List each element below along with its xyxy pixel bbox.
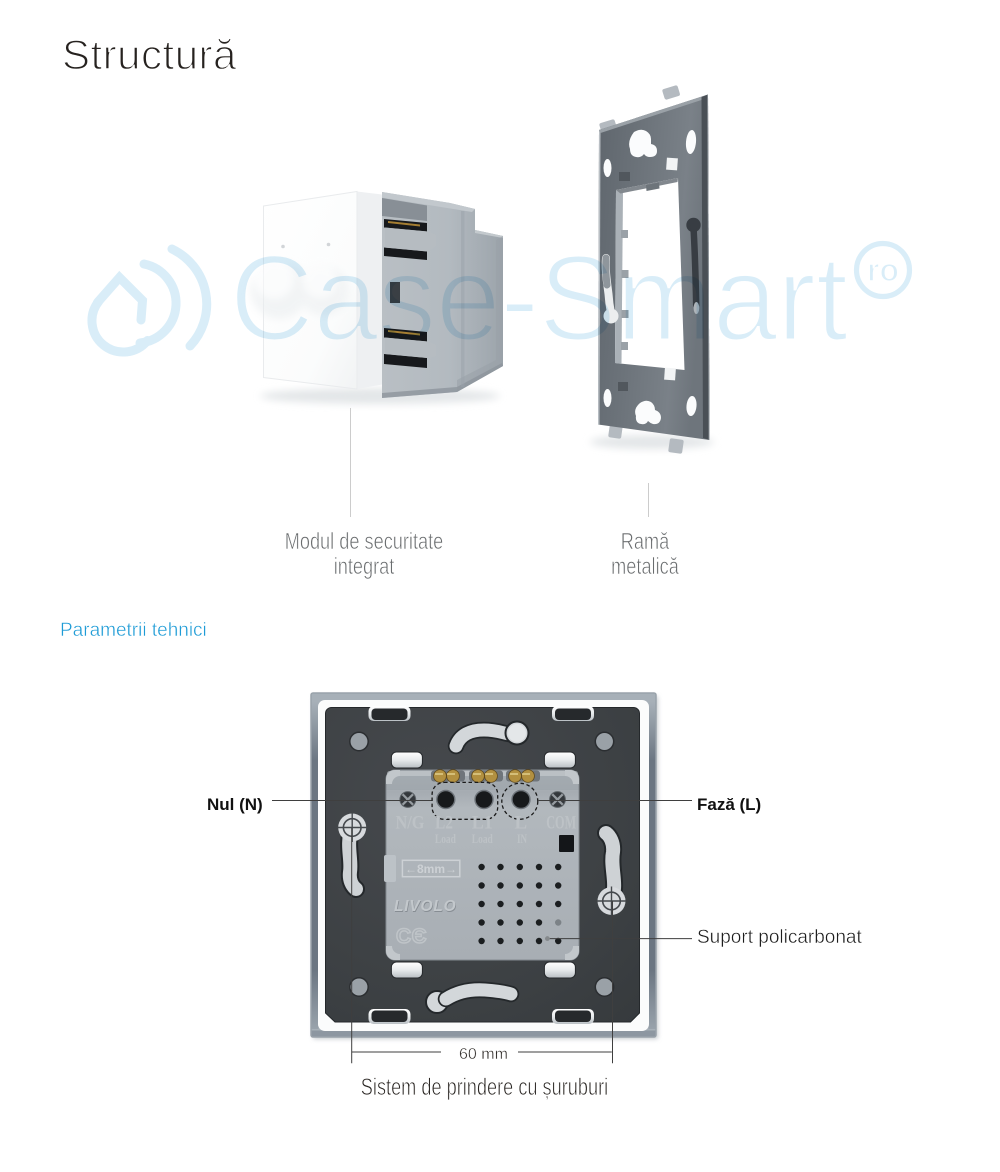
svg-text:Load: Load — [472, 831, 494, 846]
svg-text:Load: Load — [435, 831, 457, 846]
svg-text:ro: ro — [867, 252, 899, 288]
svg-text:L: L — [514, 813, 527, 834]
svg-text:IN: IN — [517, 831, 527, 846]
svg-text:L1: L1 — [472, 813, 493, 834]
svg-text:LIVOLO: LIVOLO — [394, 898, 457, 915]
svg-text:Case-Smart: Case-Smart — [230, 230, 848, 366]
svg-text:COM: COM — [546, 813, 576, 834]
svg-text:←8mm→: ←8mm→ — [405, 862, 457, 876]
svg-text:N/G: N/G — [396, 813, 425, 834]
svg-text:CЄ: CЄ — [396, 925, 427, 948]
svg-text:LIVOLO: LIVOLO — [395, 899, 458, 916]
svg-text:L2: L2 — [435, 813, 453, 834]
